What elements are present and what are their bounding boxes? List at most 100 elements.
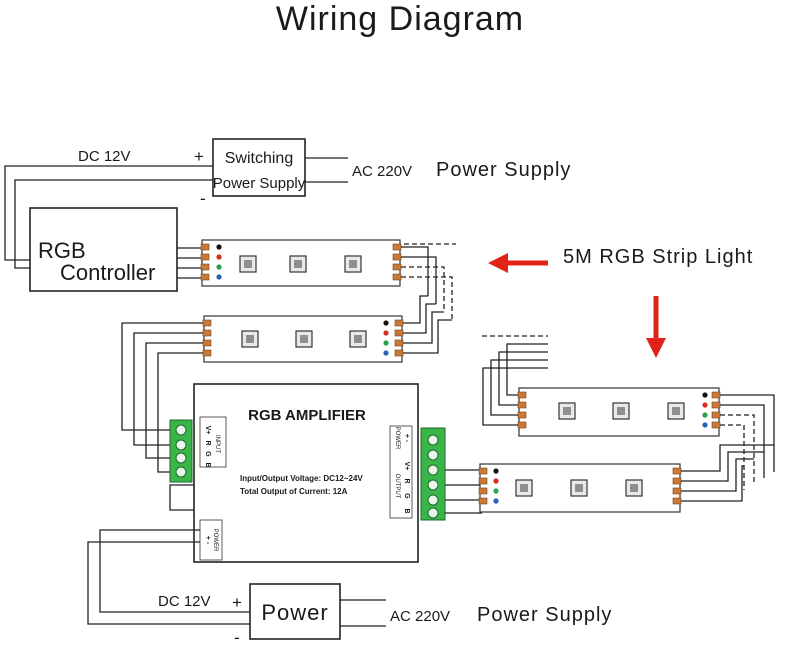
rgb-amplifier: RGB AMPLIFIER Input/Output Voltage: DC12… xyxy=(193,383,419,563)
strip-1-dot-black xyxy=(216,244,222,250)
strip-4-pad xyxy=(672,477,682,485)
strip-4-dot-black xyxy=(493,468,499,474)
bottom-dc-label: DC 12V xyxy=(158,593,211,610)
switching-supply-line1: Switching xyxy=(225,150,293,167)
strip-1-pad xyxy=(392,273,402,281)
terminal-screw xyxy=(175,424,187,436)
switching-supply-line2: Power Supply xyxy=(213,175,306,192)
strip-3-pad xyxy=(517,421,527,429)
strip-1-pad xyxy=(200,243,210,251)
strip-1-dot-red xyxy=(216,254,222,260)
output-header: OUTPUT xyxy=(394,474,400,499)
strip-4-dot-red xyxy=(493,478,499,484)
output-pin-g: G xyxy=(403,493,410,499)
strip-2-pad xyxy=(394,339,404,347)
input-terminal-body xyxy=(169,419,193,483)
wire-dc-minus xyxy=(14,179,213,269)
arrow-left-icon xyxy=(488,253,508,273)
strip-3-right-wire xyxy=(720,404,765,478)
strip-3-led-core xyxy=(672,407,680,415)
amplifier-body xyxy=(193,383,419,563)
strip-2-pad xyxy=(202,329,212,337)
strip-4-pad xyxy=(478,497,488,505)
wire-strip2-to-input xyxy=(133,332,203,446)
strip-1-pad xyxy=(200,273,210,281)
input-side-loop xyxy=(169,484,194,511)
top-dc-label: DC 12V xyxy=(78,148,131,165)
rgb-controller-box xyxy=(29,207,178,292)
input-pin-r: R xyxy=(204,440,211,445)
terminal-screw xyxy=(427,494,439,506)
strip-3-left-tail xyxy=(482,367,548,426)
strip-4-led-core xyxy=(575,484,583,492)
power-header: POWER xyxy=(212,529,218,552)
strip-3-dot-red xyxy=(702,402,708,408)
strip-1-pad xyxy=(200,253,210,261)
bottom-ac-label: AC 220V xyxy=(390,608,450,625)
strip-3-led-core xyxy=(617,407,625,415)
strip-4-led-core xyxy=(520,484,528,492)
strip-1-tail xyxy=(401,246,429,296)
strip-4-dot-green xyxy=(493,488,499,494)
input-pin-b: B xyxy=(204,462,211,467)
strip-4-led-core xyxy=(630,484,638,492)
strip-3-pad xyxy=(711,411,721,419)
strip-2-led-core xyxy=(354,335,362,343)
strip-3-dot-green xyxy=(702,412,708,418)
top-minus-label: - xyxy=(200,189,206,208)
strip-1-pad xyxy=(392,243,402,251)
bottom-minus-label: - xyxy=(234,628,240,647)
strip-1-pad xyxy=(200,263,210,271)
strip-1-led-core xyxy=(244,260,252,268)
strip-4-dot-blue xyxy=(493,498,499,504)
wire-bottom-plus xyxy=(99,529,250,613)
strip-4-pad xyxy=(478,477,488,485)
power-label-plate xyxy=(199,519,223,561)
strip-2-dot-black xyxy=(383,320,389,326)
strip-3-left-tail xyxy=(506,343,548,396)
strip-4-right-wire xyxy=(681,451,764,482)
bottom-supply-label: Power Supply xyxy=(477,604,612,626)
terminal-screw xyxy=(175,466,187,478)
strip-2-pad xyxy=(202,319,212,327)
strip-4-pad xyxy=(672,467,682,475)
strip-light-label: 5M RGB Strip Light xyxy=(563,246,753,268)
strip-1-pad xyxy=(392,253,402,261)
wire-dc-plus xyxy=(4,165,213,261)
led-strip-1 xyxy=(200,239,402,287)
diagram-title: Wiring Diagram xyxy=(276,0,524,38)
strip-3-dot-blue xyxy=(702,422,708,428)
strip-2-right-wire xyxy=(403,311,444,344)
strip-1-pad xyxy=(392,263,402,271)
strip-3-right-wire xyxy=(720,424,745,490)
input-header: INPUT xyxy=(214,435,220,453)
top-ac-label: AC 220V xyxy=(352,163,412,180)
strip-3-dot-black xyxy=(702,392,708,398)
strip-2-pad xyxy=(202,339,212,347)
strip-3-left-tail xyxy=(498,351,548,406)
strip-2-dot-blue xyxy=(383,350,389,356)
power-top-pins: + - xyxy=(403,434,410,443)
output-pin-b: B xyxy=(403,508,410,513)
amplifier-spec-current: Total Output of Current: 12A xyxy=(240,487,348,496)
switching-supply-box xyxy=(212,138,306,197)
strip-3-pad xyxy=(711,421,721,429)
output-label-plate xyxy=(389,425,413,519)
terminal-screw xyxy=(427,434,439,446)
strip-2-right-wire xyxy=(403,303,436,334)
strip-1-tail xyxy=(401,266,445,312)
input-pin-g: G xyxy=(204,451,211,457)
terminal-screw xyxy=(427,479,439,491)
strip-2-right-wire xyxy=(403,295,428,324)
top-supply-label: Power Supply xyxy=(436,159,571,181)
strip-1-tail xyxy=(401,256,437,304)
terminal-screw xyxy=(175,439,187,451)
strip-2-right-wire xyxy=(403,319,452,354)
arrow-down-icon xyxy=(646,338,666,358)
terminal-screw xyxy=(427,507,439,519)
power-box-label: Power xyxy=(261,600,328,625)
strip-2-led-core xyxy=(300,335,308,343)
input-terminal-block xyxy=(169,419,193,483)
bottom-plus-label: + xyxy=(232,593,242,612)
strip-1-tail xyxy=(401,276,453,320)
